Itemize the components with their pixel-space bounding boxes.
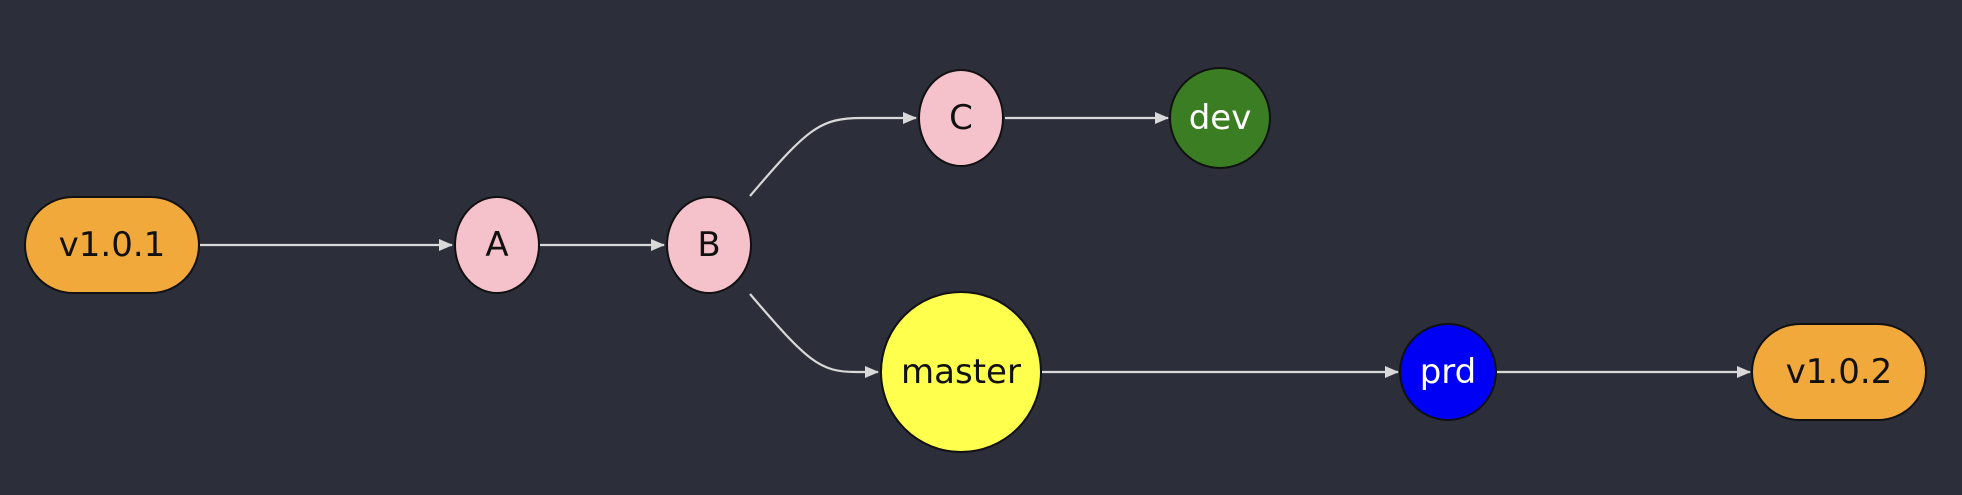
node-dev-label: dev bbox=[1189, 98, 1252, 138]
edge-B-C bbox=[749, 112, 917, 197]
node-v1.0.2-label: v1.0.2 bbox=[1786, 352, 1893, 392]
node-C: C bbox=[918, 69, 1004, 167]
node-prd-label: prd bbox=[1420, 352, 1477, 392]
node-master: master bbox=[880, 291, 1042, 453]
node-master-shape bbox=[880, 291, 1042, 453]
node-A: A bbox=[454, 196, 540, 294]
node-v1.0.1: v1.0.1 bbox=[24, 196, 200, 294]
node-v1.0.1-label: v1.0.1 bbox=[59, 225, 166, 265]
node-prd-shape bbox=[1399, 323, 1497, 421]
node-B-label: B bbox=[697, 225, 720, 265]
node-v1.0.2: v1.0.2 bbox=[1751, 323, 1927, 421]
node-C-label: C bbox=[949, 98, 973, 138]
node-v1.0.2-shape bbox=[1751, 323, 1927, 421]
node-C-shape bbox=[918, 69, 1004, 167]
node-prd: prd bbox=[1399, 323, 1497, 421]
node-A-label: A bbox=[485, 225, 508, 265]
node-B: B bbox=[666, 196, 752, 294]
node-A-shape bbox=[454, 196, 540, 294]
edge-B-master bbox=[749, 293, 879, 378]
node-dev: dev bbox=[1169, 67, 1271, 169]
node-B-shape bbox=[666, 196, 752, 294]
node-dev-shape bbox=[1169, 67, 1271, 169]
node-master-label: master bbox=[901, 352, 1021, 392]
node-v1.0.1-shape bbox=[24, 196, 200, 294]
